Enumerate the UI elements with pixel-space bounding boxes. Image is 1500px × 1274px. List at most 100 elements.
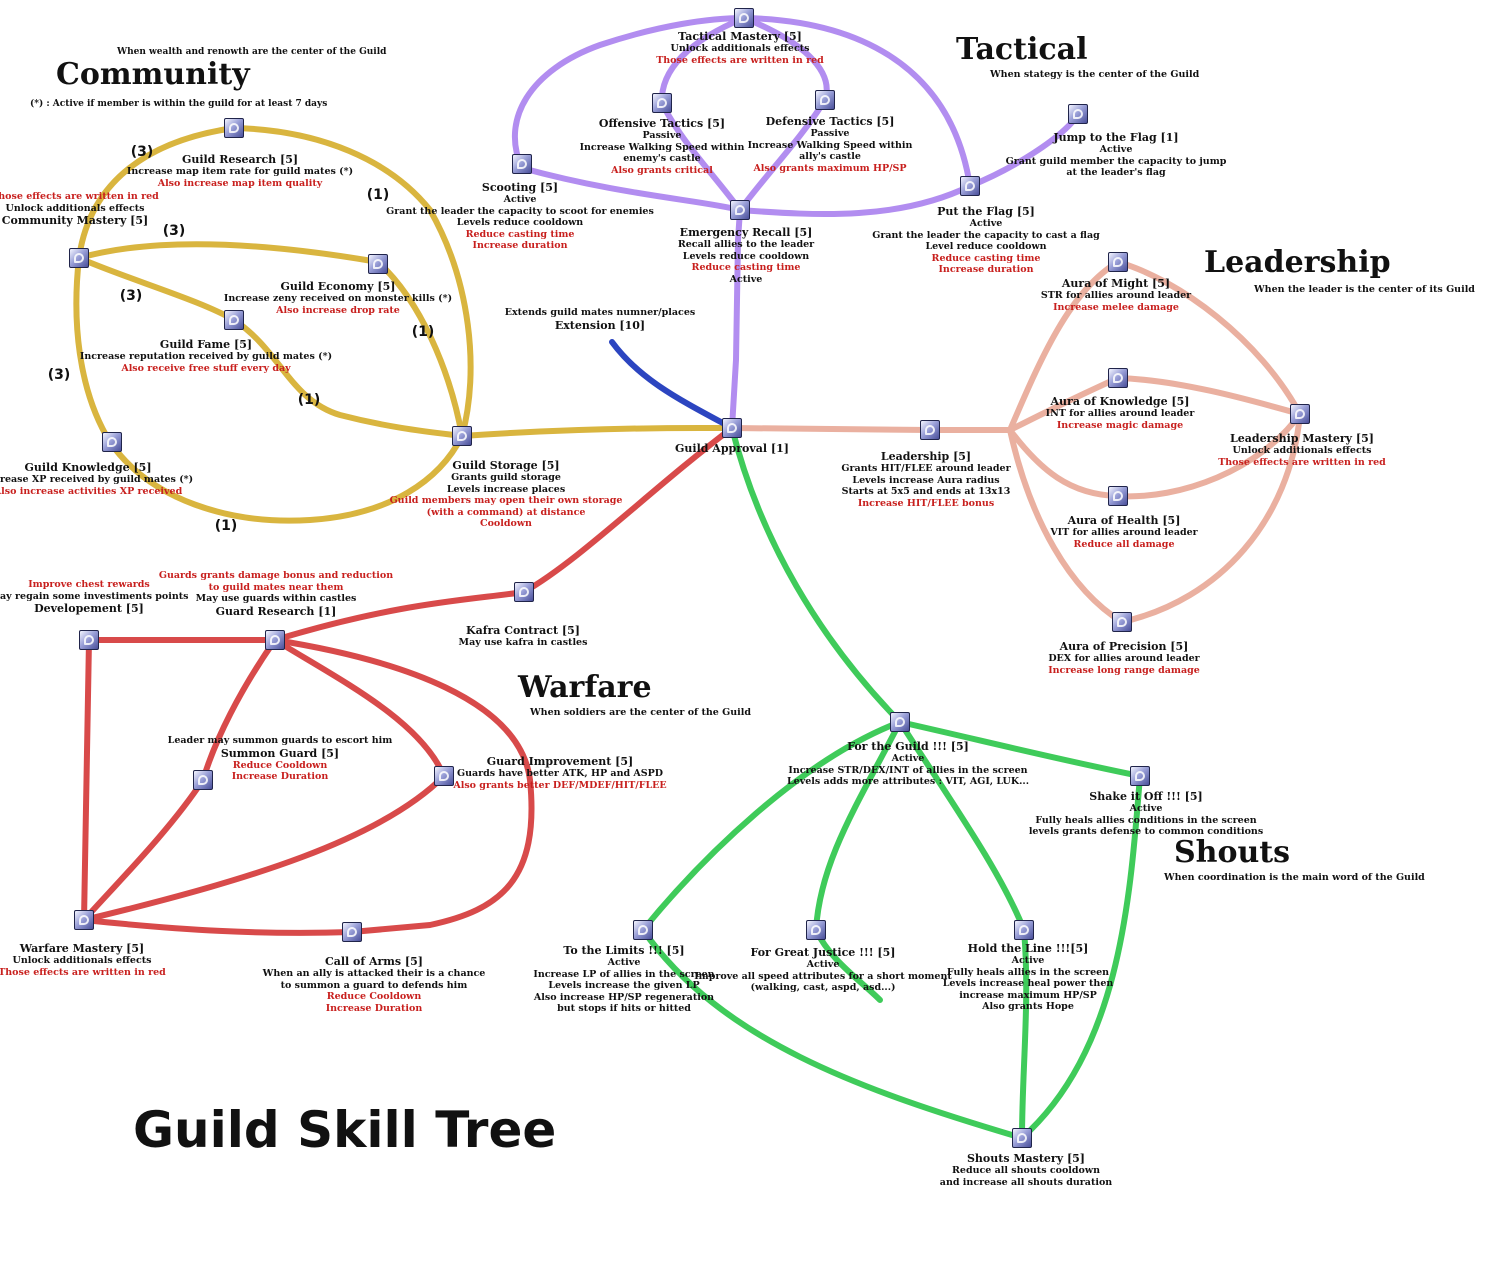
count-label: (3)	[130, 144, 154, 160]
tactical-mastery-bonus-line: Those effects are written in red	[656, 54, 824, 66]
summon-guard-skill-icon[interactable]	[193, 770, 213, 790]
for-the-guild-skill-icon[interactable]	[890, 712, 910, 732]
kafra-contract-name: Kafra Contract [5]	[466, 624, 580, 637]
offensive-tactics-skill-icon[interactable]	[652, 93, 672, 113]
leadership-skill: Leadership [5]Grants HIT/FLEE around lea…	[841, 450, 1010, 509]
guild-economy-skill-icon[interactable]	[368, 254, 388, 274]
kafra-contract-skill: Kafra Contract [5]May use kafra in castl…	[459, 624, 588, 649]
hold-the-line-desc-line: Also grants Hope	[982, 1001, 1074, 1012]
guild-knowledge-skill-icon[interactable]	[102, 432, 122, 452]
count-label: (3)	[119, 288, 143, 304]
guild-knowledge-desc-line: Increase XP received by guild mates (*)	[0, 474, 194, 485]
warfare-mastery-skill-icon[interactable]	[74, 910, 94, 930]
aura-of-precision-skill-icon[interactable]	[1112, 612, 1132, 632]
guild-economy-bonus-line: Also increase drop rate	[276, 304, 400, 316]
leadership-desc-line: Grants HIT/FLEE around leader	[841, 463, 1011, 474]
aura-of-might-skill-icon[interactable]	[1108, 252, 1128, 272]
hold-the-line-skill-icon[interactable]	[1014, 920, 1034, 940]
aura-of-might-desc-line: STR for allies around leader	[1040, 290, 1192, 301]
put-the-flag-bonus-line: Reduce casting time	[931, 252, 1041, 264]
emergency-recall-skill-icon[interactable]	[730, 200, 750, 220]
guild-economy-name: Guild Economy [5]	[280, 280, 396, 293]
jump-to-the-flag-name: Jump to the Flag [1]	[1053, 131, 1179, 144]
call-of-arms-skill-icon[interactable]	[342, 922, 362, 942]
tactical-mastery-desc-line: Unlock additionals effects	[670, 43, 810, 54]
summon-guard-bonus-line: Increase Duration	[231, 771, 329, 782]
tactical-mastery-skill: Tactical Mastery [5]Unlock additionals e…	[656, 30, 824, 66]
leadership-title: Leadership	[1204, 245, 1391, 280]
shouts-mastery-skill-icon[interactable]	[1012, 1128, 1032, 1148]
developement-bonus-line: Improve chest rewards	[28, 579, 150, 590]
guild-storage-skill-icon[interactable]	[452, 426, 472, 446]
kafra-contract-skill-icon[interactable]	[514, 582, 534, 602]
scooting-skill-icon[interactable]	[512, 154, 532, 174]
shake-it-off-skill-icon[interactable]	[1130, 766, 1150, 786]
leadership-skill-icon[interactable]	[920, 420, 940, 440]
guild-research-skill-icon[interactable]	[224, 118, 244, 138]
warfare-mastery-skill: Warfare Mastery [5]Unlock additionals ef…	[0, 942, 166, 978]
leadership-mastery-name: Leadership Mastery [5]	[1230, 432, 1374, 445]
jump-to-the-flag-desc-line: Grant guild member the capacity to jump	[1005, 155, 1227, 167]
community-mastery-skill-icon[interactable]	[69, 248, 89, 268]
tactical-mastery-skill-icon[interactable]	[734, 8, 754, 28]
count-label: (1)	[411, 324, 435, 340]
guard-improvement-desc-line: Guards have better ATK, HP and ASPD	[456, 768, 664, 779]
aura-of-knowledge-bonus-line: Increase magic damage	[1056, 419, 1184, 431]
developement-skill-icon[interactable]	[79, 630, 99, 650]
to-the-limits-skill-icon[interactable]	[633, 920, 653, 940]
summon-guard-desc-line: Leader may summon guards to escort him	[167, 735, 393, 746]
leadership-mastery-skill-icon[interactable]	[1290, 404, 1310, 424]
guard-research-skill-icon[interactable]	[265, 630, 285, 650]
call-of-arms-desc-line: to summon a guard to defends him	[280, 979, 468, 991]
shouts-mastery-name: Shouts Mastery [5]	[966, 1152, 1086, 1165]
aura-of-might-skill: Aura of Might [5]STR for allies around l…	[1041, 277, 1191, 313]
developement-name: Developement [5]	[34, 602, 144, 615]
guild-storage-bonus-line: Guild members may open their own storage	[389, 495, 623, 506]
scooting-name: Scooting [5]	[481, 181, 559, 194]
put-the-flag-desc-line: Level reduce cooldown	[925, 241, 1047, 252]
guard-research-bonus-line: Guards grants damage bonus and reduction	[158, 570, 394, 581]
call-of-arms-name: Call of Arms [5]	[324, 955, 424, 968]
call-of-arms-bonus-line: Reduce Cooldown	[326, 991, 422, 1002]
warfare-title: Warfare	[518, 670, 652, 705]
community-subtitle: When wealth and renowth are the center o…	[117, 47, 387, 57]
leadership-name: Leadership [5]	[880, 450, 972, 463]
put-the-flag-skill-icon[interactable]	[960, 176, 980, 196]
guard-improvement-skill: Guard Improvement [5]Guards have better …	[453, 755, 666, 791]
scooting-desc-line: Grant the leader the capacity to scoot f…	[386, 205, 654, 217]
tactical-subtitle: When stategy is the center of the Guild	[990, 69, 1200, 80]
for-great-justice-skill-icon[interactable]	[806, 920, 826, 940]
leadership-links	[729, 259, 1303, 625]
shouts-subtitle: When coordination is the main word of th…	[1164, 872, 1425, 883]
offensive-tactics-desc-line: enemy's castle	[623, 153, 701, 164]
jump-to-the-flag-desc-line: Active	[1099, 144, 1133, 155]
guild-research-name: Guild Research [5]	[181, 153, 299, 166]
jump-to-the-flag-skill-icon[interactable]	[1068, 104, 1088, 124]
to-the-limits-desc-line: Also increase HP/SP regeneration	[533, 991, 715, 1003]
call-of-arms-skill: Call of Arms [5]When an ally is attacked…	[263, 955, 486, 1014]
to-the-limits-desc-line: Increase LP of allies in the screen	[533, 968, 715, 980]
guard-improvement-skill-icon[interactable]	[434, 766, 454, 786]
guild-fame-skill-icon[interactable]	[224, 310, 244, 330]
aura-of-knowledge-skill-icon[interactable]	[1108, 368, 1128, 388]
put-the-flag-desc-line: Active	[969, 218, 1003, 229]
aura-of-health-desc-line: VIT for allies around leader	[1050, 527, 1198, 538]
shouts-mastery-desc-line: and increase all shouts duration	[939, 1176, 1113, 1188]
to-the-limits-desc-line: Levels increase the given LP	[548, 980, 700, 991]
extension-desc-line: Extends guild mates numner/places	[504, 307, 696, 318]
aura-of-might-bonus-line: Increase melee damage	[1053, 301, 1179, 313]
emergency-recall-name: Emergency Recall [5]	[679, 226, 813, 239]
emergency-recall-bonus-line: Reduce casting time	[691, 262, 801, 273]
for-the-guild-desc-line: Levels adds more attributes : VIT, AGI, …	[786, 776, 1030, 787]
defensive-tactics-skill-icon[interactable]	[815, 90, 835, 110]
guild-approval-skill-icon[interactable]	[722, 418, 742, 438]
guild-approval-skill: Guild Approval [1]	[675, 442, 789, 455]
aura-of-health-skill-icon[interactable]	[1108, 486, 1128, 506]
count-label: (3)	[162, 223, 186, 239]
